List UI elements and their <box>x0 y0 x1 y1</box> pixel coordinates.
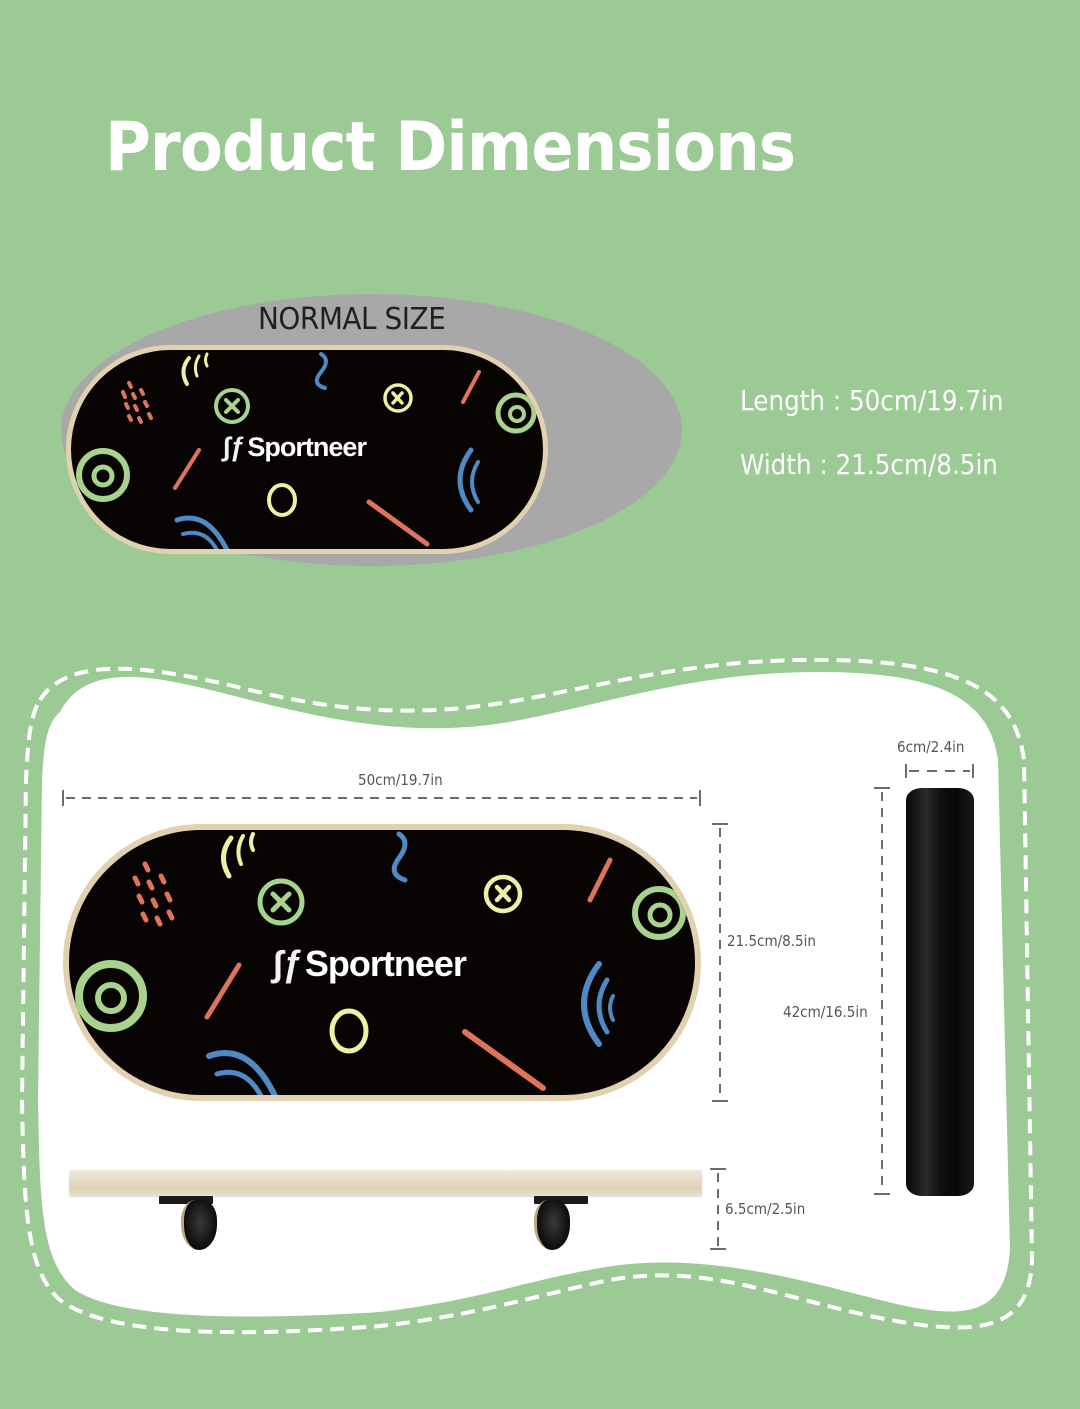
height-dimension-label: 6.5cm/2.5in <box>725 1200 806 1218</box>
roller-cylinder <box>906 788 974 1196</box>
brand-logo: ∫ƒ Sportneer <box>273 943 467 985</box>
length-dimension-label: 50cm/19.7in <box>358 771 443 789</box>
spec-length: Length : 50cm/19.7in <box>740 384 1004 417</box>
spec-width: Width : 21.5cm/8.5in <box>740 448 998 481</box>
balance-board-top-view: ∫ƒ Sportneer <box>63 824 701 1101</box>
wheel-mount-right <box>534 1196 588 1204</box>
board-pattern-icon <box>76 352 537 549</box>
roller-diameter-label: 6cm/2.4in <box>897 738 965 756</box>
brand-mark-icon: ∫ƒ <box>273 943 302 984</box>
width-dimension-line <box>712 823 728 1102</box>
height-dimension-line <box>710 1168 726 1250</box>
balance-board-top-view-small: ∫ƒ Sportneer <box>66 345 548 554</box>
wheel-mount-left <box>159 1196 213 1204</box>
page-title: Product Dimensions <box>105 108 796 187</box>
brand-mark-icon: ∫ƒ <box>223 432 244 462</box>
length-dimension-line <box>62 790 701 806</box>
roller-diameter-dimension-line <box>905 764 974 778</box>
roller-length-dimension-line <box>874 787 890 1195</box>
board-pattern-icon <box>75 831 686 1095</box>
brand-logo: ∫ƒ Sportneer <box>223 432 367 463</box>
wheel-left-icon <box>181 1200 217 1250</box>
brand-name: Sportneer <box>304 943 467 984</box>
roller-length-label: 42cm/16.5in <box>783 1003 868 1021</box>
wheel-right-icon <box>534 1200 570 1250</box>
width-dimension-label: 21.5cm/8.5in <box>727 932 816 950</box>
balance-board-side-view <box>69 1170 702 1196</box>
brand-name: Sportneer <box>247 432 367 462</box>
normal-size-label: NORMAL SIZE <box>258 302 446 337</box>
